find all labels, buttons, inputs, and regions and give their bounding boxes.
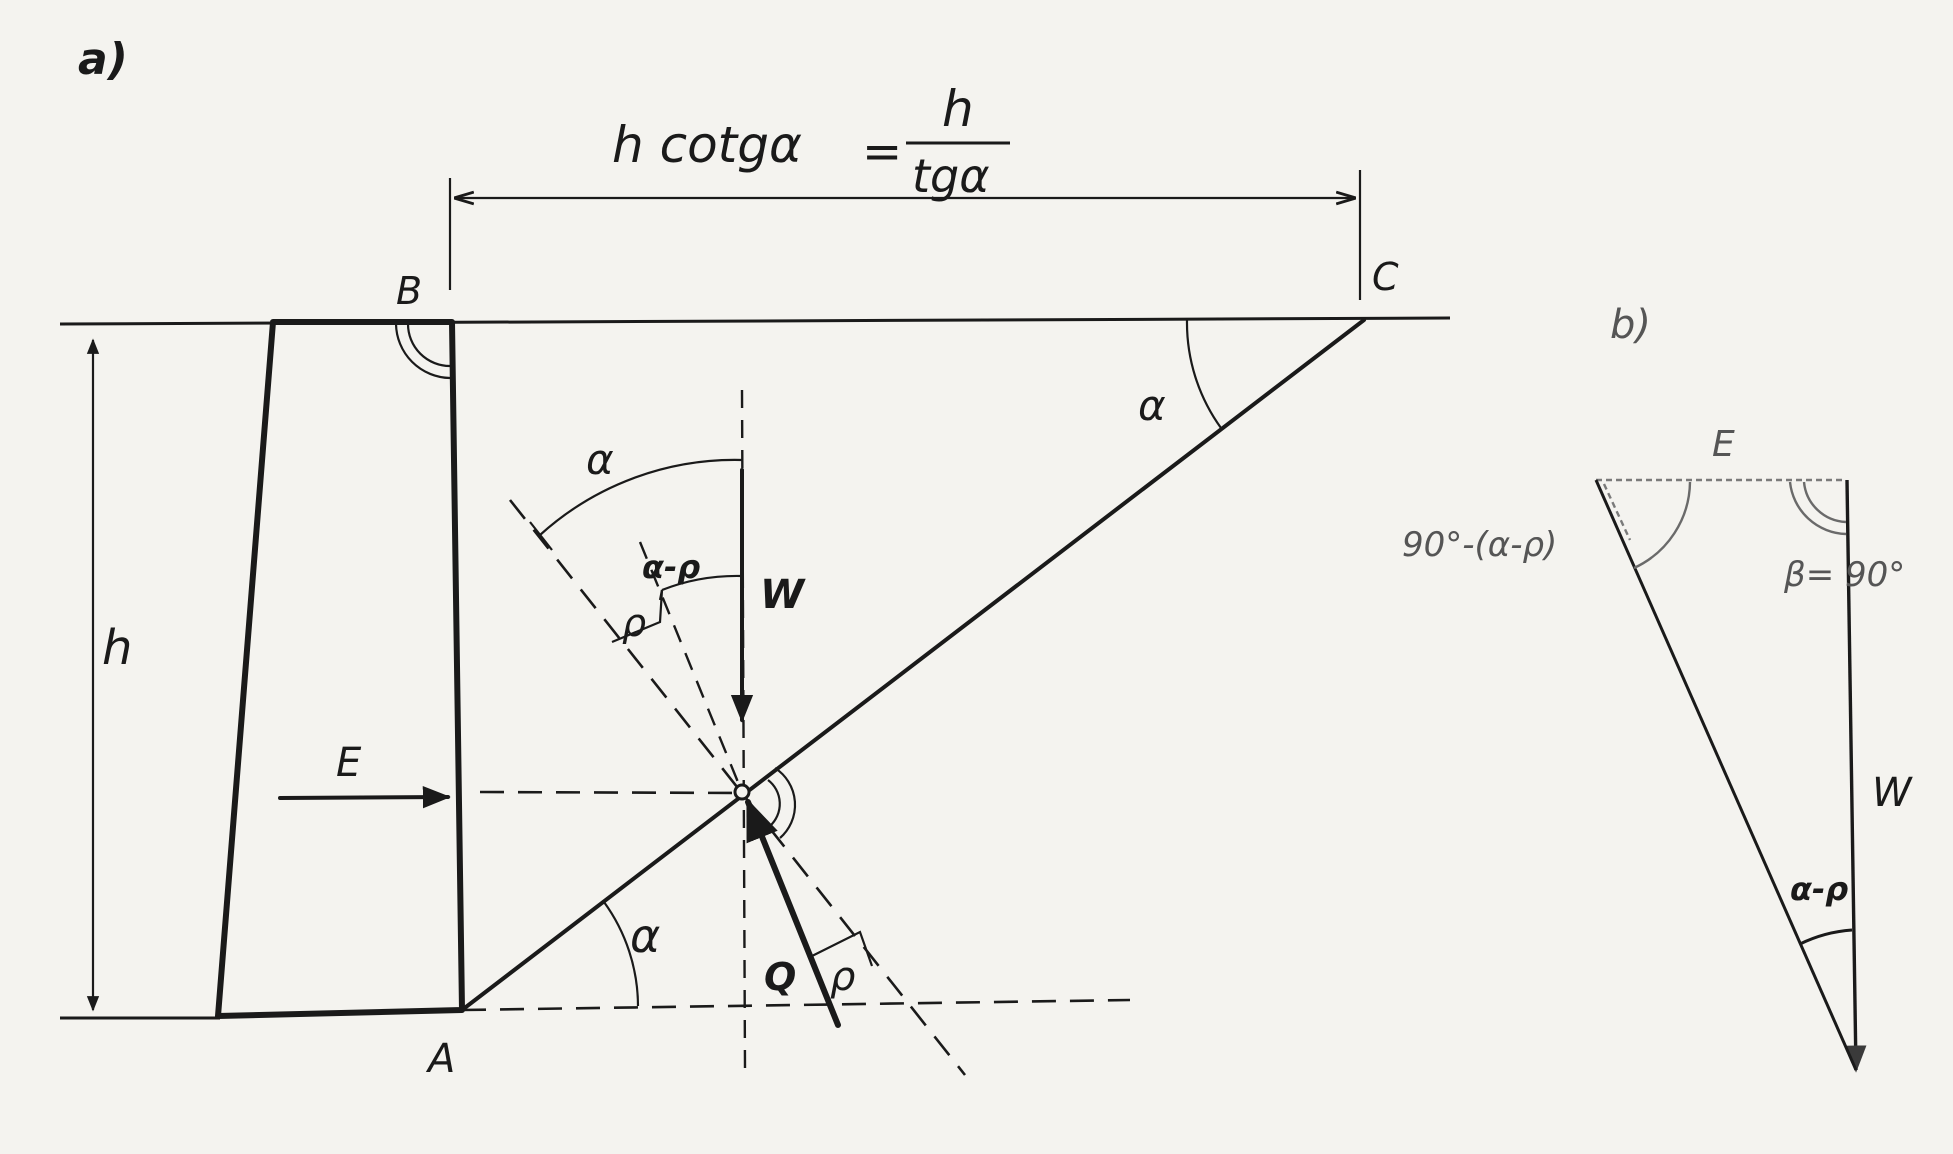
angle-label-rho-left: ρ [622,601,646,645]
force-e-arrow [278,785,451,809]
angle-arc-alpha-top [539,458,743,536]
angle-arc-left-inner [1602,483,1632,541]
vertical-dashed-line [740,389,747,1071]
force-label-e-b: E [1712,424,1735,465]
force-triangle-w-side [1844,479,1867,1073]
right-angle-arc-b-inner [1802,481,1847,524]
right-angle-marker-b [394,323,451,380]
panel-label-a: a) [78,34,128,85]
right-angle-marker-o-inner [767,779,781,827]
formula-equals: = [862,124,902,180]
force-label-w-b: W [1872,770,1913,816]
angle-bracket-rho [611,589,664,644]
angle-label-rho-right: ρ [830,954,855,1000]
point-label-a: A [425,1036,455,1082]
point-label-c: C [1372,255,1399,299]
right-angle-arc-b [1788,481,1847,536]
reaction-dashed-line [638,541,744,793]
formula-denominator: tgα [912,149,990,203]
angle-label-alpha-a: α [630,909,660,963]
figure-a: a) h cotgα = h tgα B C A h α α α α-ρ ρ ρ… [59,34,1451,1082]
formula-numerator: h [942,80,974,138]
force-triangle-q-side [1594,479,1858,1071]
angle-arc-alpha-c [1185,319,1222,429]
angle-arc-alpha-top-tick [529,521,553,551]
ground-surface-line [59,316,1451,326]
angle-label-alpha-minus-rho: α-ρ [642,548,700,586]
angle-label-bottom-b: α-ρ [1790,870,1848,908]
angle-arc-bottom [1799,928,1853,946]
force-q-arrow [745,798,841,1028]
sliding-plane-line [460,318,1366,1012]
right-angle-marker-o [774,767,797,839]
formula-lhs: h cotgα [612,116,802,174]
base-dashed-line [461,998,1131,1012]
angle-label-alpha-c: α [1138,381,1166,430]
point-label-b: B [396,269,422,313]
panel-label-b: b) [1610,302,1651,348]
force-label-w: W [760,572,806,618]
angle-arc-alpha-a [603,901,640,1007]
angle-label-alpha-top: α [586,435,614,484]
angle-arc-left [1633,481,1692,570]
retaining-wall [215,319,465,1019]
angle-arc-rho-bottom [807,930,874,967]
right-angle-marker-b-inner [406,323,451,368]
force-label-q: Q [764,955,796,999]
figure-b: b) E 90°-(α-ρ) β= 90° W α-ρ [1402,302,1913,1073]
horizontal-dashed-line [479,790,741,795]
force-intersection-point [733,783,751,801]
normal-dashed-line [508,499,967,1076]
angle-label-left-b: 90°-(α-ρ) [1402,525,1557,565]
height-label-h: h [102,620,132,676]
force-label-e: E [336,740,362,786]
angle-label-right-b: β= 90° [1783,555,1905,595]
